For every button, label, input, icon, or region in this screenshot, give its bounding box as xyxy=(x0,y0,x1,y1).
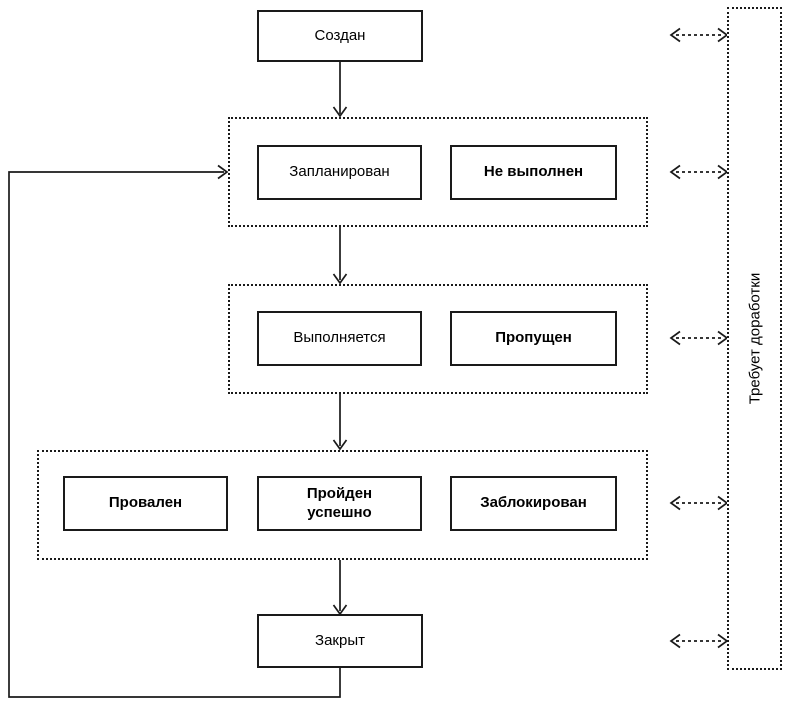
state-blocked-label: Заблокирован xyxy=(480,494,587,512)
state-failed: Провален xyxy=(63,476,228,531)
state-skipped-label: Пропущен xyxy=(495,329,572,347)
state-not-executed: Не выполнен xyxy=(450,145,617,200)
state-skipped: Пропущен xyxy=(450,311,617,366)
scheduled-group xyxy=(228,117,648,227)
edge-result-to-closed xyxy=(332,560,348,616)
edge-closed-rework xyxy=(669,633,729,649)
edge-execution-rework xyxy=(669,330,729,346)
result-group xyxy=(37,450,648,560)
state-needs-rework: Требует доработки xyxy=(727,7,782,670)
state-closed-label: Закрыт xyxy=(315,631,365,649)
state-created: Создан xyxy=(257,10,423,62)
state-blocked: Заблокирован xyxy=(450,476,617,531)
state-passed-successfully: Пройден успешно xyxy=(257,476,422,531)
edge-scheduled-rework xyxy=(669,164,729,180)
edge-created-rework xyxy=(669,27,729,43)
edge-result-rework xyxy=(669,495,729,511)
state-needs-rework-label: Требует доработки xyxy=(746,272,764,405)
state-passed-successfully-label: Пройден успешно xyxy=(306,484,373,521)
edge-execution-to-result-group xyxy=(332,394,348,451)
state-closed: Закрыт xyxy=(257,614,423,668)
state-not-executed-label: Не выполнен xyxy=(483,163,584,181)
state-in-progress-label: Выполняется xyxy=(293,329,386,347)
state-created-label: Создан xyxy=(314,26,366,44)
execution-group xyxy=(228,284,648,394)
edge-created-to-scheduled-group xyxy=(332,62,348,118)
state-in-progress: Выполняется xyxy=(257,311,422,366)
state-failed-label: Провален xyxy=(108,494,183,512)
edge-scheduled-to-execution-group xyxy=(332,227,348,285)
state-planned: Запланирован xyxy=(257,145,422,200)
state-planned-label: Запланирован xyxy=(289,163,390,181)
